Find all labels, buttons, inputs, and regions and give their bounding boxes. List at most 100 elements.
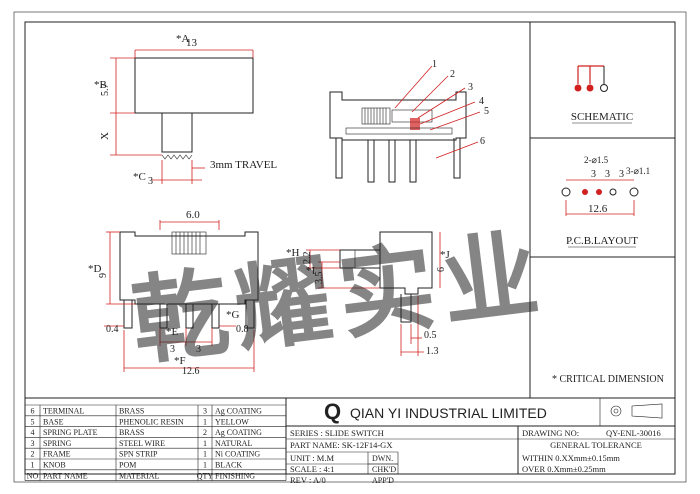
- bom-cell: POM: [119, 461, 136, 470]
- bom-cell: BASE: [43, 417, 64, 426]
- bom-cell: STEEL WIRE: [119, 439, 165, 448]
- bom-cell: 3: [203, 407, 207, 416]
- callout-5: 5: [484, 106, 489, 117]
- knob-cutaway: [361, 107, 391, 125]
- sheet-outer-border: [13, 11, 687, 483]
- schematic-terminal-2: [586, 84, 594, 92]
- spring-marker: [410, 118, 420, 130]
- bom-cell: PHENOLIC RESIN: [119, 417, 184, 426]
- schematic-terminal-3: [600, 84, 608, 92]
- dim-a-label: *A: [176, 33, 190, 45]
- schematic-terminal-1: [574, 84, 582, 92]
- bom-cell: 6: [31, 407, 35, 416]
- frame-outline: [329, 91, 467, 141]
- bom-cell: KNOB: [43, 461, 66, 470]
- bom-cell: 1: [203, 450, 207, 459]
- dim-x-label: X: [99, 132, 111, 140]
- side-terminal: [400, 294, 412, 323]
- bom-table: 6 TERMINAL BRASS 3 Ag COATING 5 BASE PHENOLIC R…: [24, 404, 287, 481]
- callout-4: 4: [479, 96, 484, 107]
- series: SERIES : SLIDE SWITCH: [290, 428, 384, 438]
- callout-6: 6: [480, 136, 485, 147]
- dim-i-label: *I: [306, 265, 316, 277]
- side-body: [379, 231, 433, 295]
- travel-label: 3mm TRAVEL: [210, 159, 277, 171]
- base: [345, 127, 453, 135]
- bom-cell: 1: [203, 417, 207, 426]
- pcb-pitch-c: 3: [619, 169, 624, 180]
- scale: SCALE : 4:1: [290, 464, 334, 474]
- bom-cell: 1: [203, 461, 207, 470]
- pcb-hole-5: [629, 187, 639, 197]
- schematic: SCHEMATIC: [571, 65, 633, 124]
- sheet-inner-border: [24, 21, 676, 475]
- bom-cell: NATURAL: [215, 439, 252, 448]
- drawing-no-label: DRAWING NO:: [522, 428, 579, 438]
- side-knob: [339, 249, 381, 269]
- bom-cell: 5: [31, 417, 35, 426]
- pcb-pitch-a: 3: [591, 169, 596, 180]
- appd: APP'D: [372, 476, 394, 485]
- front-body: [119, 231, 259, 305]
- bom-cell: YELLOW: [215, 417, 249, 426]
- dim-i-value: 3.5: [314, 272, 325, 285]
- dim-d-label: *D: [88, 263, 102, 275]
- watermark: 乾耀实业: [126, 217, 553, 379]
- callout-3: 3: [468, 82, 473, 93]
- bom-cell: FRAME: [43, 450, 71, 459]
- dim-d-value: 9: [98, 273, 109, 278]
- right-side-view: *J 6 *H 2.2 *I 3.5 0.5 1.3: [286, 231, 451, 357]
- pcb-hole-1: [561, 187, 571, 197]
- dim-a-value: 13: [186, 37, 198, 49]
- dim-h-value: 2.2: [302, 252, 313, 265]
- dim-08-value: 0.8: [236, 324, 249, 335]
- knob-front: [171, 231, 207, 255]
- bom-header-cell: NO: [27, 471, 39, 480]
- dim-h-label: *H: [286, 247, 300, 259]
- dwn: DWN.: [372, 454, 393, 463]
- dim-c-value: 3: [148, 176, 153, 187]
- dim-04-value: 0.4: [106, 324, 119, 335]
- bom-header-cell: FINISHING: [215, 471, 255, 480]
- schematic-title: SCHEMATIC: [571, 111, 633, 123]
- terminals-front: [123, 300, 255, 329]
- bom-cell: TERMINAL: [43, 407, 84, 416]
- bom-cell: BLACK: [215, 461, 242, 470]
- tolerance-within: WITHIN 0.XXmm±0.15mm: [522, 453, 620, 463]
- bom-header-cell: MATERIAL: [119, 471, 160, 480]
- projection-symbol: [610, 403, 663, 419]
- bom-cell: Ag COATING: [215, 407, 262, 416]
- title-block: Q QIAN YI INDUSTRIAL LIMITED SERIES : SL…: [25, 397, 675, 485]
- dim-3a-value: 3: [170, 344, 175, 355]
- pcb-layout: 2-⌀1.5 3-⌀1.1 3 3 3 12.6 P.C.B.LAYOUT: [561, 155, 650, 248]
- dim-c-label: *C: [133, 171, 146, 183]
- dim-b-label: *B: [94, 79, 107, 91]
- pcb-width: 12.6: [588, 203, 608, 215]
- drawing-no: QY-ENL-30016: [606, 428, 661, 438]
- dim-f-label: *F: [174, 355, 186, 367]
- pcb-hole-label-left: 2-⌀1.5: [584, 155, 609, 165]
- chkd: CHK'D: [372, 465, 396, 474]
- dim-05-value: 0.5: [424, 330, 437, 341]
- unit: UNIT : M.M: [290, 453, 334, 463]
- dim-g-label: *G: [226, 309, 240, 321]
- bom-cell: Ag COATING: [215, 428, 262, 437]
- dim-j-value: 6: [436, 267, 447, 272]
- dim-j-label: *J: [440, 249, 451, 261]
- general-tolerance: GENERAL TOLERANCE: [550, 440, 642, 450]
- rev: REV : A/0: [290, 475, 326, 485]
- bom-cell: 1: [203, 439, 207, 448]
- dim-f-value: 12.6: [182, 366, 200, 377]
- bom-cell: 2: [203, 428, 207, 437]
- bom-cell: BRASS: [119, 407, 144, 416]
- bom-header-cell: QTY: [197, 471, 214, 480]
- bom-cell: BRASS: [119, 428, 144, 437]
- pcb-hole-3: [596, 189, 602, 195]
- bom-cell: 1: [31, 461, 35, 470]
- bom-cell: SPRING: [43, 439, 72, 448]
- pcb-hole-2: [582, 189, 588, 195]
- dim-6-value: 6.0: [186, 209, 200, 221]
- company-name: QIAN YI INDUSTRIAL LIMITED: [350, 405, 547, 421]
- pcb-title: P.C.B.LAYOUT: [566, 235, 638, 247]
